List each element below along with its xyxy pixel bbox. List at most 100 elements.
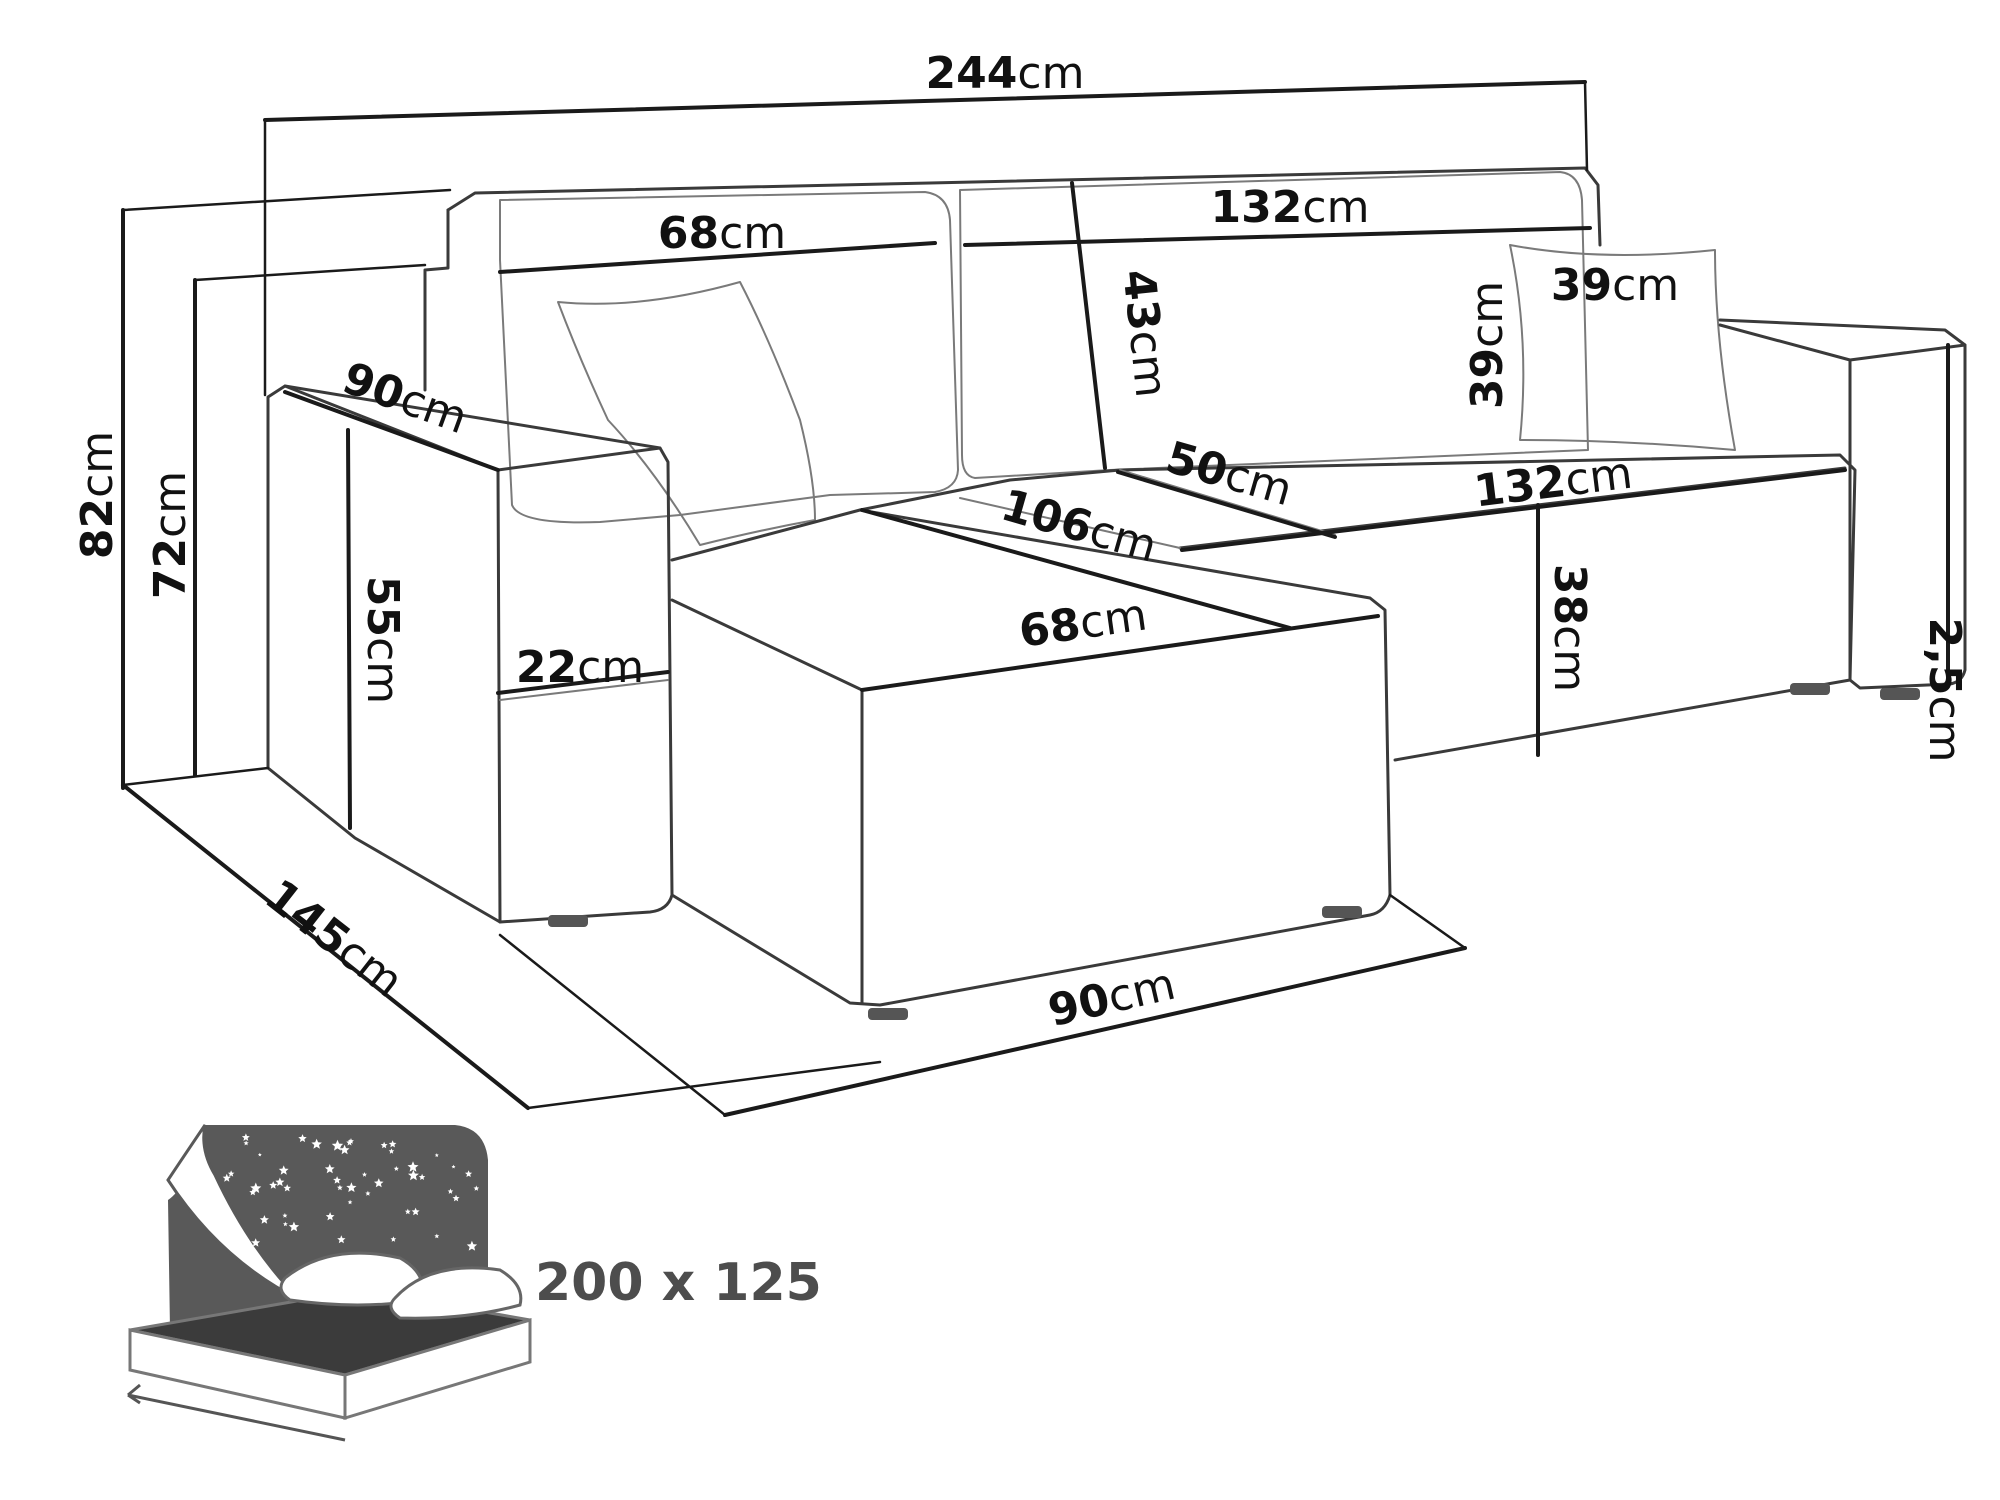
- right-armrest: [1718, 318, 1967, 690]
- chaise-seat: [670, 508, 1392, 1007]
- star-icon: [257, 1152, 262, 1157]
- right-armrest-front: [1848, 343, 1967, 362]
- star-icon: [298, 1134, 307, 1143]
- bed-function-icon: 200 x 125: [127, 1124, 822, 1442]
- night-sky-fold: [166, 1124, 302, 1302]
- dim-line-seat-depth: [1116, 470, 1337, 539]
- star-icon: [374, 1178, 384, 1188]
- star-icon: [259, 1215, 269, 1224]
- star-icon: [337, 1184, 343, 1191]
- main-seat-cushion-edge: [959, 469, 1336, 549]
- left-back-cushion: [499, 191, 959, 524]
- star-icon: [243, 1140, 249, 1146]
- star-icon: [232, 1241, 244, 1253]
- dimension-lines: [121, 80, 1950, 1117]
- star-icon: [339, 1144, 350, 1155]
- foot-3: [868, 1008, 908, 1020]
- dim-line-chaise-front: [723, 946, 1467, 1117]
- star-icon: [283, 1221, 288, 1227]
- label-depth-side: 145cm: [256, 870, 413, 1008]
- star-icon: [346, 1139, 353, 1146]
- star-icon: [390, 1236, 397, 1242]
- star-icon: [278, 1165, 289, 1175]
- foot-4: [1790, 683, 1830, 695]
- star-icon: [241, 1133, 250, 1141]
- dim-tick-total-right: [1583, 80, 1589, 172]
- foot-1: [548, 915, 588, 927]
- star-icon: [311, 1138, 322, 1149]
- label-arm-height: 55cm: [357, 576, 408, 704]
- dim-tick-depth-side: [121, 766, 882, 1110]
- right-throw-pillow: [1509, 244, 1736, 451]
- label-chaise-width: 68cm: [1016, 589, 1150, 657]
- left-armrest-seam: [499, 679, 669, 701]
- dim-tick-height-total-top: [121, 188, 452, 212]
- label-height-back: 72cm: [145, 471, 196, 599]
- star-icon: [269, 1181, 278, 1189]
- star-icon: [331, 1139, 344, 1151]
- star-icon: [473, 1185, 480, 1191]
- star-icon: [408, 1169, 419, 1181]
- label-back-width-right: 132cm: [1211, 182, 1370, 233]
- foot-2: [1322, 906, 1362, 918]
- dim-line-arm-width: [496, 670, 670, 695]
- left-back-side: [423, 208, 450, 392]
- star-icon: [466, 1240, 478, 1251]
- left-throw-pillow: [557, 281, 816, 546]
- star-icon: [223, 1221, 231, 1229]
- bed-pillow-right: [389, 1266, 523, 1320]
- label-total-width: 244cm: [926, 48, 1085, 99]
- star-icon: [411, 1207, 420, 1216]
- dim-line-back-left: [498, 241, 937, 274]
- dim-line-armrest-width: [283, 390, 500, 472]
- dim-line-depth-side: [121, 783, 530, 1110]
- star-icon: [434, 1153, 439, 1157]
- foot-5: [1880, 688, 1920, 700]
- dim-line-back-height: [1070, 181, 1107, 470]
- dim-line-arm-height: [346, 428, 352, 830]
- backrest-shell: [446, 166, 1602, 247]
- right-back-cushion: [959, 171, 1589, 479]
- star-icon: [393, 1166, 399, 1171]
- dim-line-seat-width: [1180, 468, 1847, 552]
- star-icon: [407, 1161, 419, 1172]
- bed-size-label: 200 x 125: [535, 1253, 822, 1313]
- label-armrest-width: 90cm: [336, 352, 474, 444]
- star-icon: [388, 1148, 395, 1154]
- star-icon: [333, 1176, 341, 1184]
- star-icon: [325, 1212, 335, 1221]
- bed-width-arrow: [127, 1383, 346, 1442]
- star-icon: [337, 1235, 346, 1244]
- star-icon: [380, 1141, 388, 1149]
- star-icon: [324, 1164, 335, 1174]
- star-icon: [227, 1170, 235, 1177]
- star-icon: [283, 1184, 291, 1192]
- mattress-side: [128, 1317, 532, 1421]
- star-icon: [418, 1173, 426, 1180]
- label-arm-width: 22cm: [516, 642, 644, 693]
- chaise-front-edge: [670, 598, 1380, 1005]
- dim-tick-chaise-front: [498, 893, 1467, 1117]
- label-seat-width: 132cm: [1471, 448, 1635, 518]
- label-leg-height: 2,5cm: [1919, 617, 1970, 762]
- star-icon: [452, 1194, 460, 1202]
- star-icon: [251, 1238, 261, 1247]
- star-icon: [282, 1213, 288, 1218]
- star-icon: [465, 1170, 473, 1177]
- label-chaise-length: 106cm: [996, 480, 1163, 573]
- star-icon: [240, 1236, 250, 1244]
- label-pillow-height: 39cm: [1462, 281, 1513, 409]
- star-icon: [451, 1164, 456, 1169]
- star-icon: [404, 1208, 411, 1215]
- dim-line-chaise-length: [860, 508, 1292, 630]
- stars: [222, 1133, 480, 1253]
- star-icon: [222, 1173, 231, 1182]
- star-icon: [242, 1243, 249, 1249]
- label-height-total: 82cm: [72, 431, 123, 559]
- star-icon: [249, 1188, 257, 1196]
- dim-tick-height-back-top: [193, 263, 427, 282]
- label-pillow-width: 39cm: [1551, 260, 1679, 311]
- star-icon: [388, 1140, 397, 1148]
- label-back-height: 43cm: [1112, 267, 1176, 400]
